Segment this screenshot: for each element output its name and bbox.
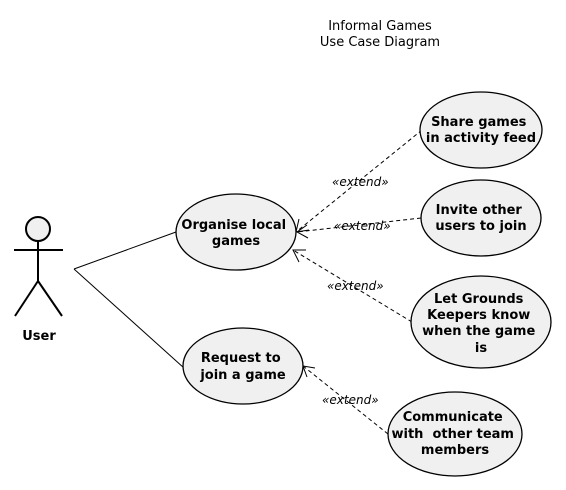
use-case-line: with other team — [391, 427, 514, 442]
diagram-title-line-1: Informal Games — [328, 19, 432, 34]
extend-invite-arrowhead — [296, 224, 309, 239]
use-case-label: Request to join a game — [199, 351, 286, 383]
use-case-share-games: Share games in activity feed — [419, 91, 543, 169]
actor-user-label: User — [22, 329, 56, 344]
use-case-request-to-join: Request to join a game — [182, 327, 304, 405]
use-case-invite-users: Invite other users to join — [420, 179, 542, 257]
use-case-label: Invite other users to join — [435, 203, 526, 234]
use-case-line: members — [421, 443, 489, 458]
use-case-line: users to join — [435, 219, 526, 234]
actor-user — [14, 216, 63, 317]
use-case-organise-local-games: Organise local games — [175, 193, 297, 271]
use-case-ellipse — [410, 275, 552, 369]
use-case-label: Share games in activity feed — [426, 115, 536, 146]
use-case-label: Communicate with other team members — [391, 410, 518, 458]
actor-head — [25, 216, 51, 242]
use-case-line: Request to — [201, 351, 281, 366]
use-case-label: Let Grounds Keepers know when the game i… — [422, 292, 540, 356]
use-case-ellipse — [182, 327, 304, 405]
use-case-line: is — [475, 341, 487, 356]
use-case-line: when the game — [422, 324, 535, 339]
extend-label-grounds: «extend» — [327, 279, 384, 293]
diagram-title-line-2: Use Case Diagram — [320, 35, 440, 50]
association-organise — [73, 231, 177, 270]
extend-label-communicate: «extend» — [322, 393, 379, 407]
use-case-line: Share games — [431, 115, 527, 130]
actor-right-leg — [37, 280, 63, 317]
use-case-line: Communicate — [403, 410, 503, 425]
use-case-line: Invite other — [436, 203, 523, 218]
extend-grounds-arrowhead — [292, 249, 306, 263]
use-case-label: Organise local games — [181, 218, 290, 249]
extend-label-share: «extend» — [332, 175, 389, 189]
use-case-communicate-team: Communicate with other team members — [387, 391, 523, 477]
use-case-line: Organise local — [181, 218, 286, 233]
extend-grounds-line — [292, 249, 413, 323]
use-case-line: games — [212, 234, 260, 249]
use-case-line: Let Grounds — [434, 292, 524, 307]
association-request — [73, 268, 185, 369]
actor-left-leg — [14, 280, 39, 317]
use-case-ellipse — [420, 179, 542, 257]
use-case-notify-grounds-keepers: Let Grounds Keepers know when the game i… — [410, 275, 552, 369]
use-case-line: Keepers know — [427, 308, 530, 323]
use-case-line: in activity feed — [426, 131, 536, 146]
use-case-ellipse — [175, 193, 297, 271]
extend-share-line — [295, 129, 423, 233]
use-case-line: join a game — [199, 368, 286, 383]
use-case-ellipse — [387, 391, 523, 477]
extend-label-invite: «extend» — [334, 219, 391, 233]
use-case-ellipse — [419, 91, 543, 169]
